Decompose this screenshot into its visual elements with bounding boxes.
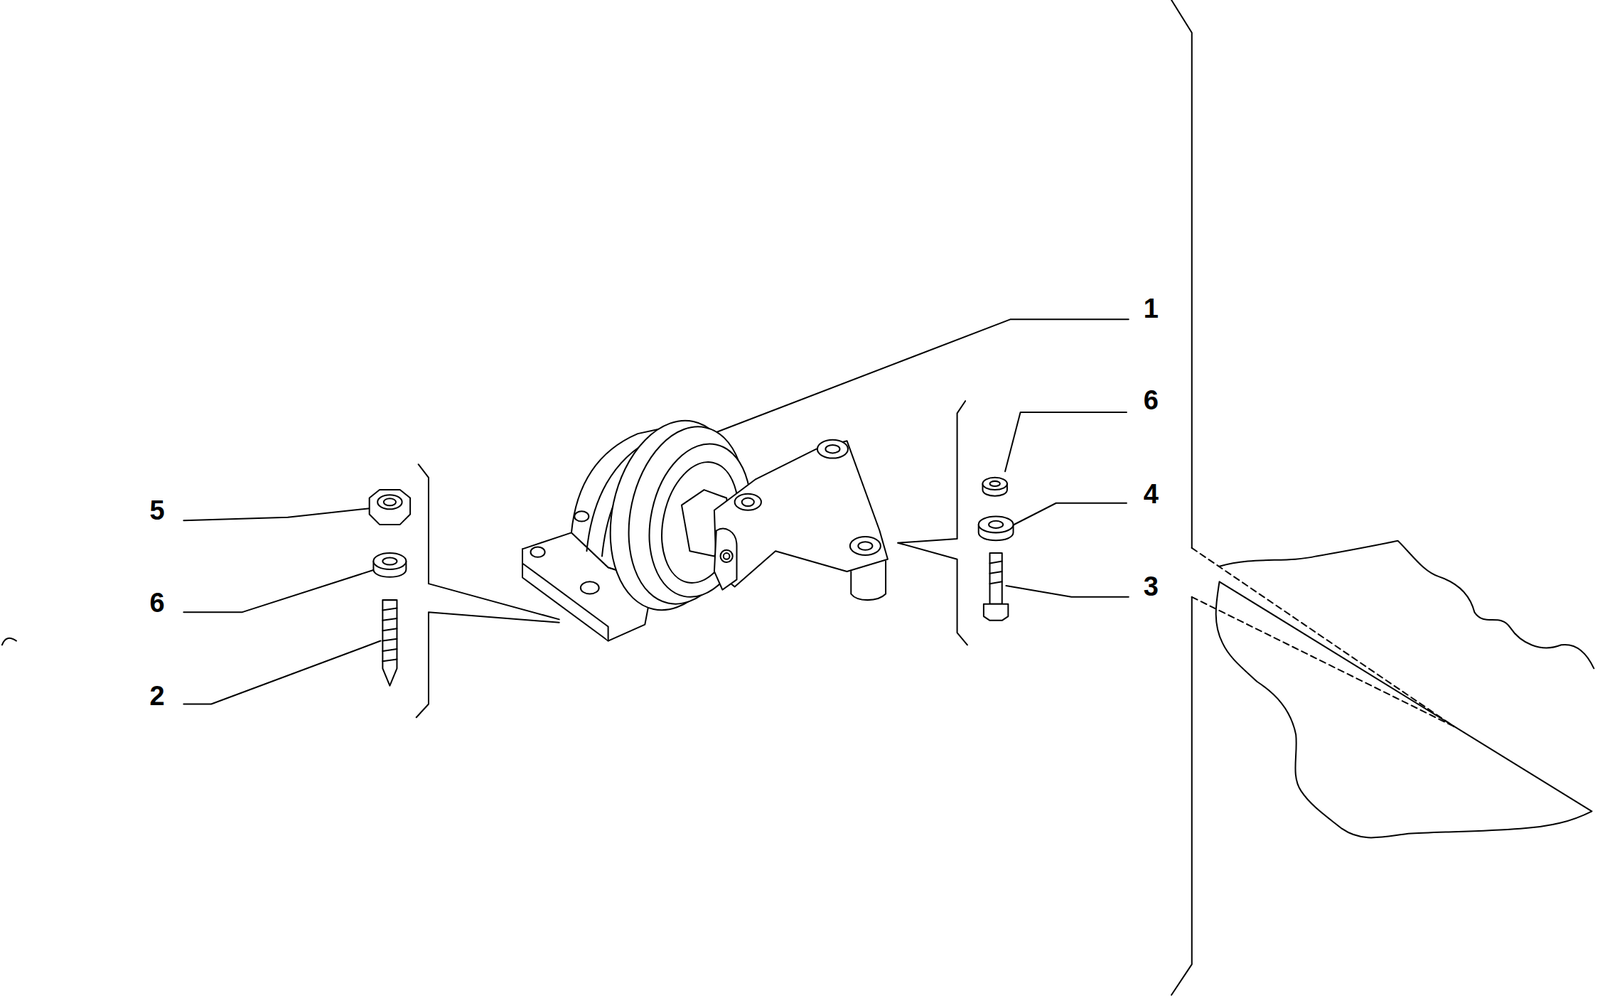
engine-mount [742, 498, 755, 507]
engine-mount [522, 548, 609, 641]
leader-line [183, 319, 1129, 704]
bracket [897, 400, 966, 544]
washer [382, 557, 397, 566]
callout-number: 3 [1140, 571, 1162, 602]
bracket [418, 464, 560, 620]
nut [369, 489, 411, 525]
nut [383, 498, 396, 506]
engine-mount [734, 494, 762, 511]
bolt [983, 604, 1008, 621]
engine-mount [522, 408, 888, 641]
callout-number: 6 [147, 587, 168, 618]
engine-mount [850, 536, 881, 556]
leader-line [1005, 412, 1127, 472]
locator-line [1192, 548, 1455, 727]
bracket [1171, 597, 1193, 996]
engine-mount [817, 439, 848, 459]
engine-mount [850, 561, 886, 601]
bolt [990, 561, 1003, 585]
bolt [983, 552, 1008, 621]
leader-line [1010, 503, 1127, 527]
engine-mount [714, 440, 888, 587]
callout-number: 5 [147, 495, 168, 526]
engine-mount [857, 541, 873, 550]
engine-mount [714, 528, 738, 590]
washer [978, 516, 1014, 533]
stud [382, 608, 397, 662]
nut [377, 494, 402, 509]
bolt [990, 552, 1003, 605]
engine-mount [720, 550, 733, 563]
washer [988, 521, 1003, 529]
engine-mount [530, 546, 546, 557]
locator-outline [1216, 540, 1595, 839]
engine-mount [580, 581, 600, 594]
leader-line [183, 569, 376, 612]
engine-mount [825, 444, 840, 453]
washer [982, 477, 1007, 490]
washer [373, 552, 406, 570]
locator-line [1192, 548, 1455, 727]
callout-number: 4 [1140, 479, 1162, 509]
callout-number: 2 [147, 680, 168, 711]
bracket [897, 543, 968, 646]
bracket [416, 611, 560, 718]
stud [382, 599, 397, 686]
stud [382, 599, 397, 686]
washer [990, 481, 1001, 487]
callout-number: 6 [1140, 385, 1162, 416]
locator-line [1192, 597, 1455, 727]
bracket [1171, 0, 1193, 549]
bracket [416, 0, 1193, 996]
engine-mount [723, 552, 730, 560]
leader-line [1005, 585, 1129, 598]
leader-line [693, 319, 1129, 441]
stray-mark [2, 638, 17, 646]
leader-line [183, 641, 381, 705]
leader-line [183, 508, 372, 521]
washer [373, 477, 1013, 578]
callout-number: 1 [1140, 293, 1162, 324]
locator-outline [1216, 540, 1595, 839]
nut [369, 489, 411, 525]
engine-mount [574, 511, 589, 522]
